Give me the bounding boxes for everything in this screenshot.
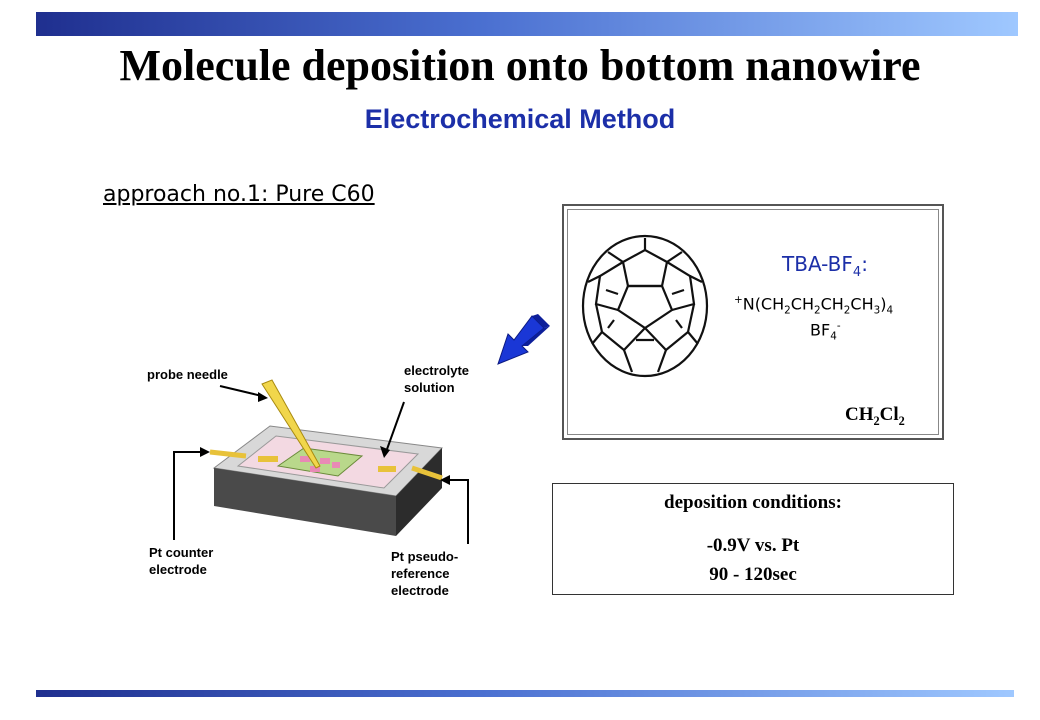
deposition-conditions-box [552,483,954,595]
blue-arrow-icon [497,314,550,365]
anion-formula: BF4- [810,320,841,343]
slide-subtitle: Electrochemical Method [364,104,676,134]
salt-label: TBA-BF4: [782,252,868,280]
device-illustration [209,379,444,536]
pseudo-reference-label: Pt pseudo- reference electrode [391,549,459,598]
top-banner-bar [36,12,1018,36]
approach-heading: approach no.1: Pure C60 [103,182,375,207]
c60-fullerene-icon [581,234,709,378]
deposition-title: deposition conditions: [664,492,842,513]
molecule-panel [562,204,944,440]
cation-formula: +N(CH2CH2CH2CH3)4 [734,294,894,317]
solvent-formula: CH2Cl2 [845,404,905,428]
deposition-time: 90 - 120sec [709,564,797,585]
electrolyte-label: electrolyte solution [404,363,470,395]
slide-title: Molecule deposition onto bottom nanowire [119,41,921,90]
probe-needle-label: probe needle [147,367,228,382]
deposition-voltage: -0.9V vs. Pt [706,535,800,556]
bottom-banner-bar [36,690,1014,697]
counter-electrode-label: Pt counter electrode [149,545,214,577]
